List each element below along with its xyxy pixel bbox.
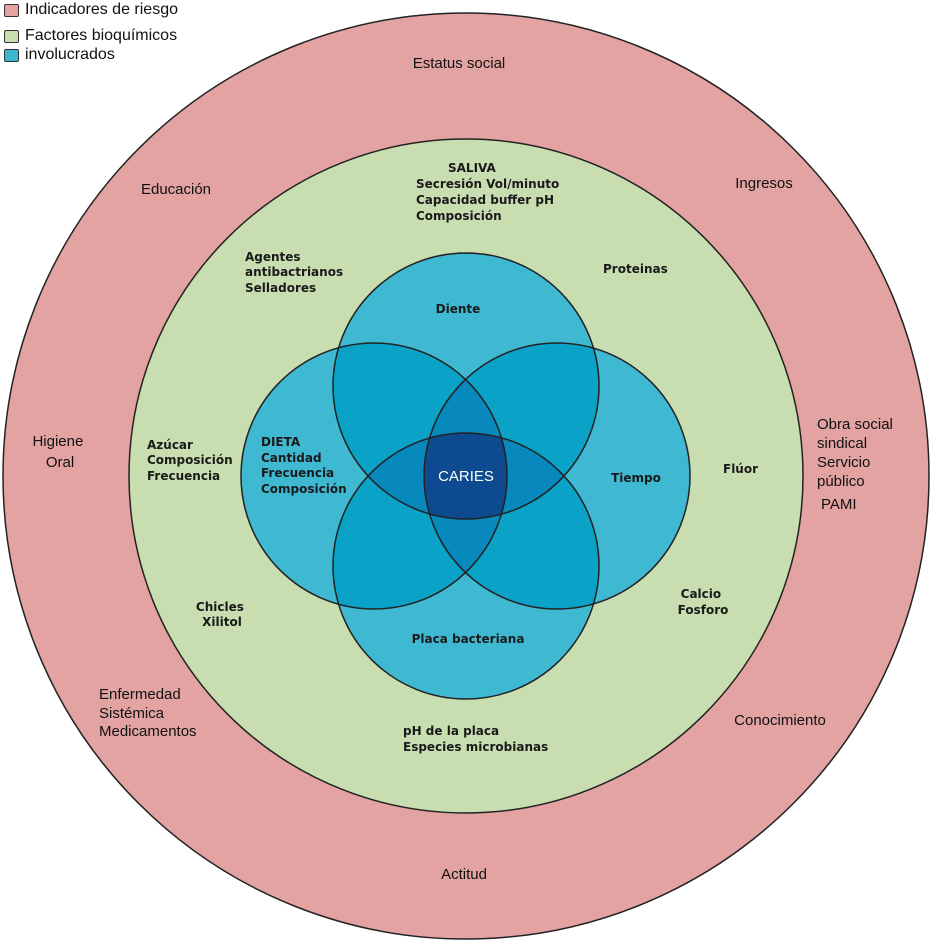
label-estatus-social: Estatus social (413, 55, 506, 72)
circle-diente-outline (332, 252, 600, 520)
label-line: sindical (817, 435, 867, 452)
legend-item-involved: involucrados (4, 46, 115, 64)
venn-circles-outline (240, 252, 691, 700)
label-line: Azúcar (147, 438, 193, 452)
overlap-dieta-tiempo-placa (424, 433, 507, 609)
label-agentes: Agentes antibactrianos Selladores (245, 250, 347, 295)
label-line: SALIVA (448, 161, 497, 175)
label-placa-bacteriana: Placa bacteriana (412, 632, 525, 646)
label-line: Frecuencia (261, 466, 334, 480)
overlap-diente-placa-tiempo (424, 433, 599, 519)
label-line: Selladores (245, 281, 316, 295)
label-line: DIETA (261, 435, 301, 449)
label-fluor: Flúor (723, 462, 758, 476)
label-higiene-oral: Higiene Oral (32, 433, 87, 471)
label-ph-placa: pH de la placa Especies microbianas (403, 724, 548, 754)
label-line: Sistémica (99, 705, 165, 722)
legend-label: Indicadores de riesgo (25, 1, 178, 18)
label-line: Oral (46, 454, 74, 471)
label-actitud: Actitud (441, 866, 487, 883)
label-line: Composición (147, 453, 233, 467)
legend-swatch-risk (4, 3, 19, 17)
label-line: Enfermedad (99, 686, 181, 703)
label-line: Medicamentos (99, 723, 197, 740)
overlap-diente-placa-dieta (333, 433, 507, 519)
label-line: PAMI (821, 496, 857, 513)
label-saliva: SALIVA Secresión Vol/minuto Capacidad bu… (416, 161, 563, 223)
legend-swatch-involved (4, 48, 19, 62)
legend-label: involucrados (25, 46, 115, 63)
circle-placa-outline (332, 432, 600, 700)
label-conocimiento: Conocimiento (734, 712, 826, 729)
label-line: Fosforo (678, 603, 729, 617)
label-line: Secresión Vol/minuto (416, 177, 559, 191)
label-line: antibactrianos (245, 265, 343, 279)
label-obra-social: Obra social sindical Servicio público PA… (817, 416, 897, 513)
circle-tiempo-outline (423, 342, 691, 610)
label-line: Agentes (245, 250, 301, 264)
legend-swatch-biochemical (4, 29, 19, 43)
label-line: Xilitol (202, 615, 242, 629)
legend-label: Factores bioquímicos (25, 27, 178, 44)
label-line: Servicio (817, 454, 870, 471)
label-educacion: Educación (141, 181, 211, 198)
label-line: Especies microbianas (403, 740, 548, 754)
label-line: Calcio (681, 587, 722, 601)
label-line: Composición (261, 482, 347, 496)
label-line: Chicles (196, 600, 244, 614)
label-diente: Diente (436, 302, 481, 316)
label-line: pH de la placa (403, 724, 499, 738)
label-line: Higiene (32, 433, 83, 450)
label-line: Capacidad buffer pH (416, 193, 554, 207)
label-azucar: Azúcar Composición Frecuencia (147, 438, 237, 483)
overlap-dieta-tiempo-diente (424, 343, 507, 519)
label-line: Obra social (817, 416, 893, 433)
label-chicles: Chicles Xilitol (196, 600, 248, 629)
label-proteinas: Proteinas (603, 262, 668, 276)
label-line: público (817, 473, 865, 490)
label-tiempo: Tiempo (611, 471, 661, 485)
label-enfermedad-sistemica: Enfermedad Sistémica Medicamentos (99, 686, 197, 740)
legend-item-biochemical: Factores bioquímicos (4, 27, 177, 45)
circle-dieta-outline (240, 342, 508, 610)
label-ingresos: Ingresos (735, 175, 793, 192)
label-line: Cantidad (261, 451, 322, 465)
legend-item-risk-indicators: Indicadores de riesgo (4, 1, 178, 19)
label-calcio: Calcio Fosforo (678, 587, 729, 617)
label-caries: CARIES (438, 468, 494, 485)
label-line: Frecuencia (147, 469, 220, 483)
triple-overlaps (333, 343, 599, 609)
label-dieta: DIETA Cantidad Frecuencia Composición (261, 435, 347, 496)
label-line: Composición (416, 209, 502, 223)
